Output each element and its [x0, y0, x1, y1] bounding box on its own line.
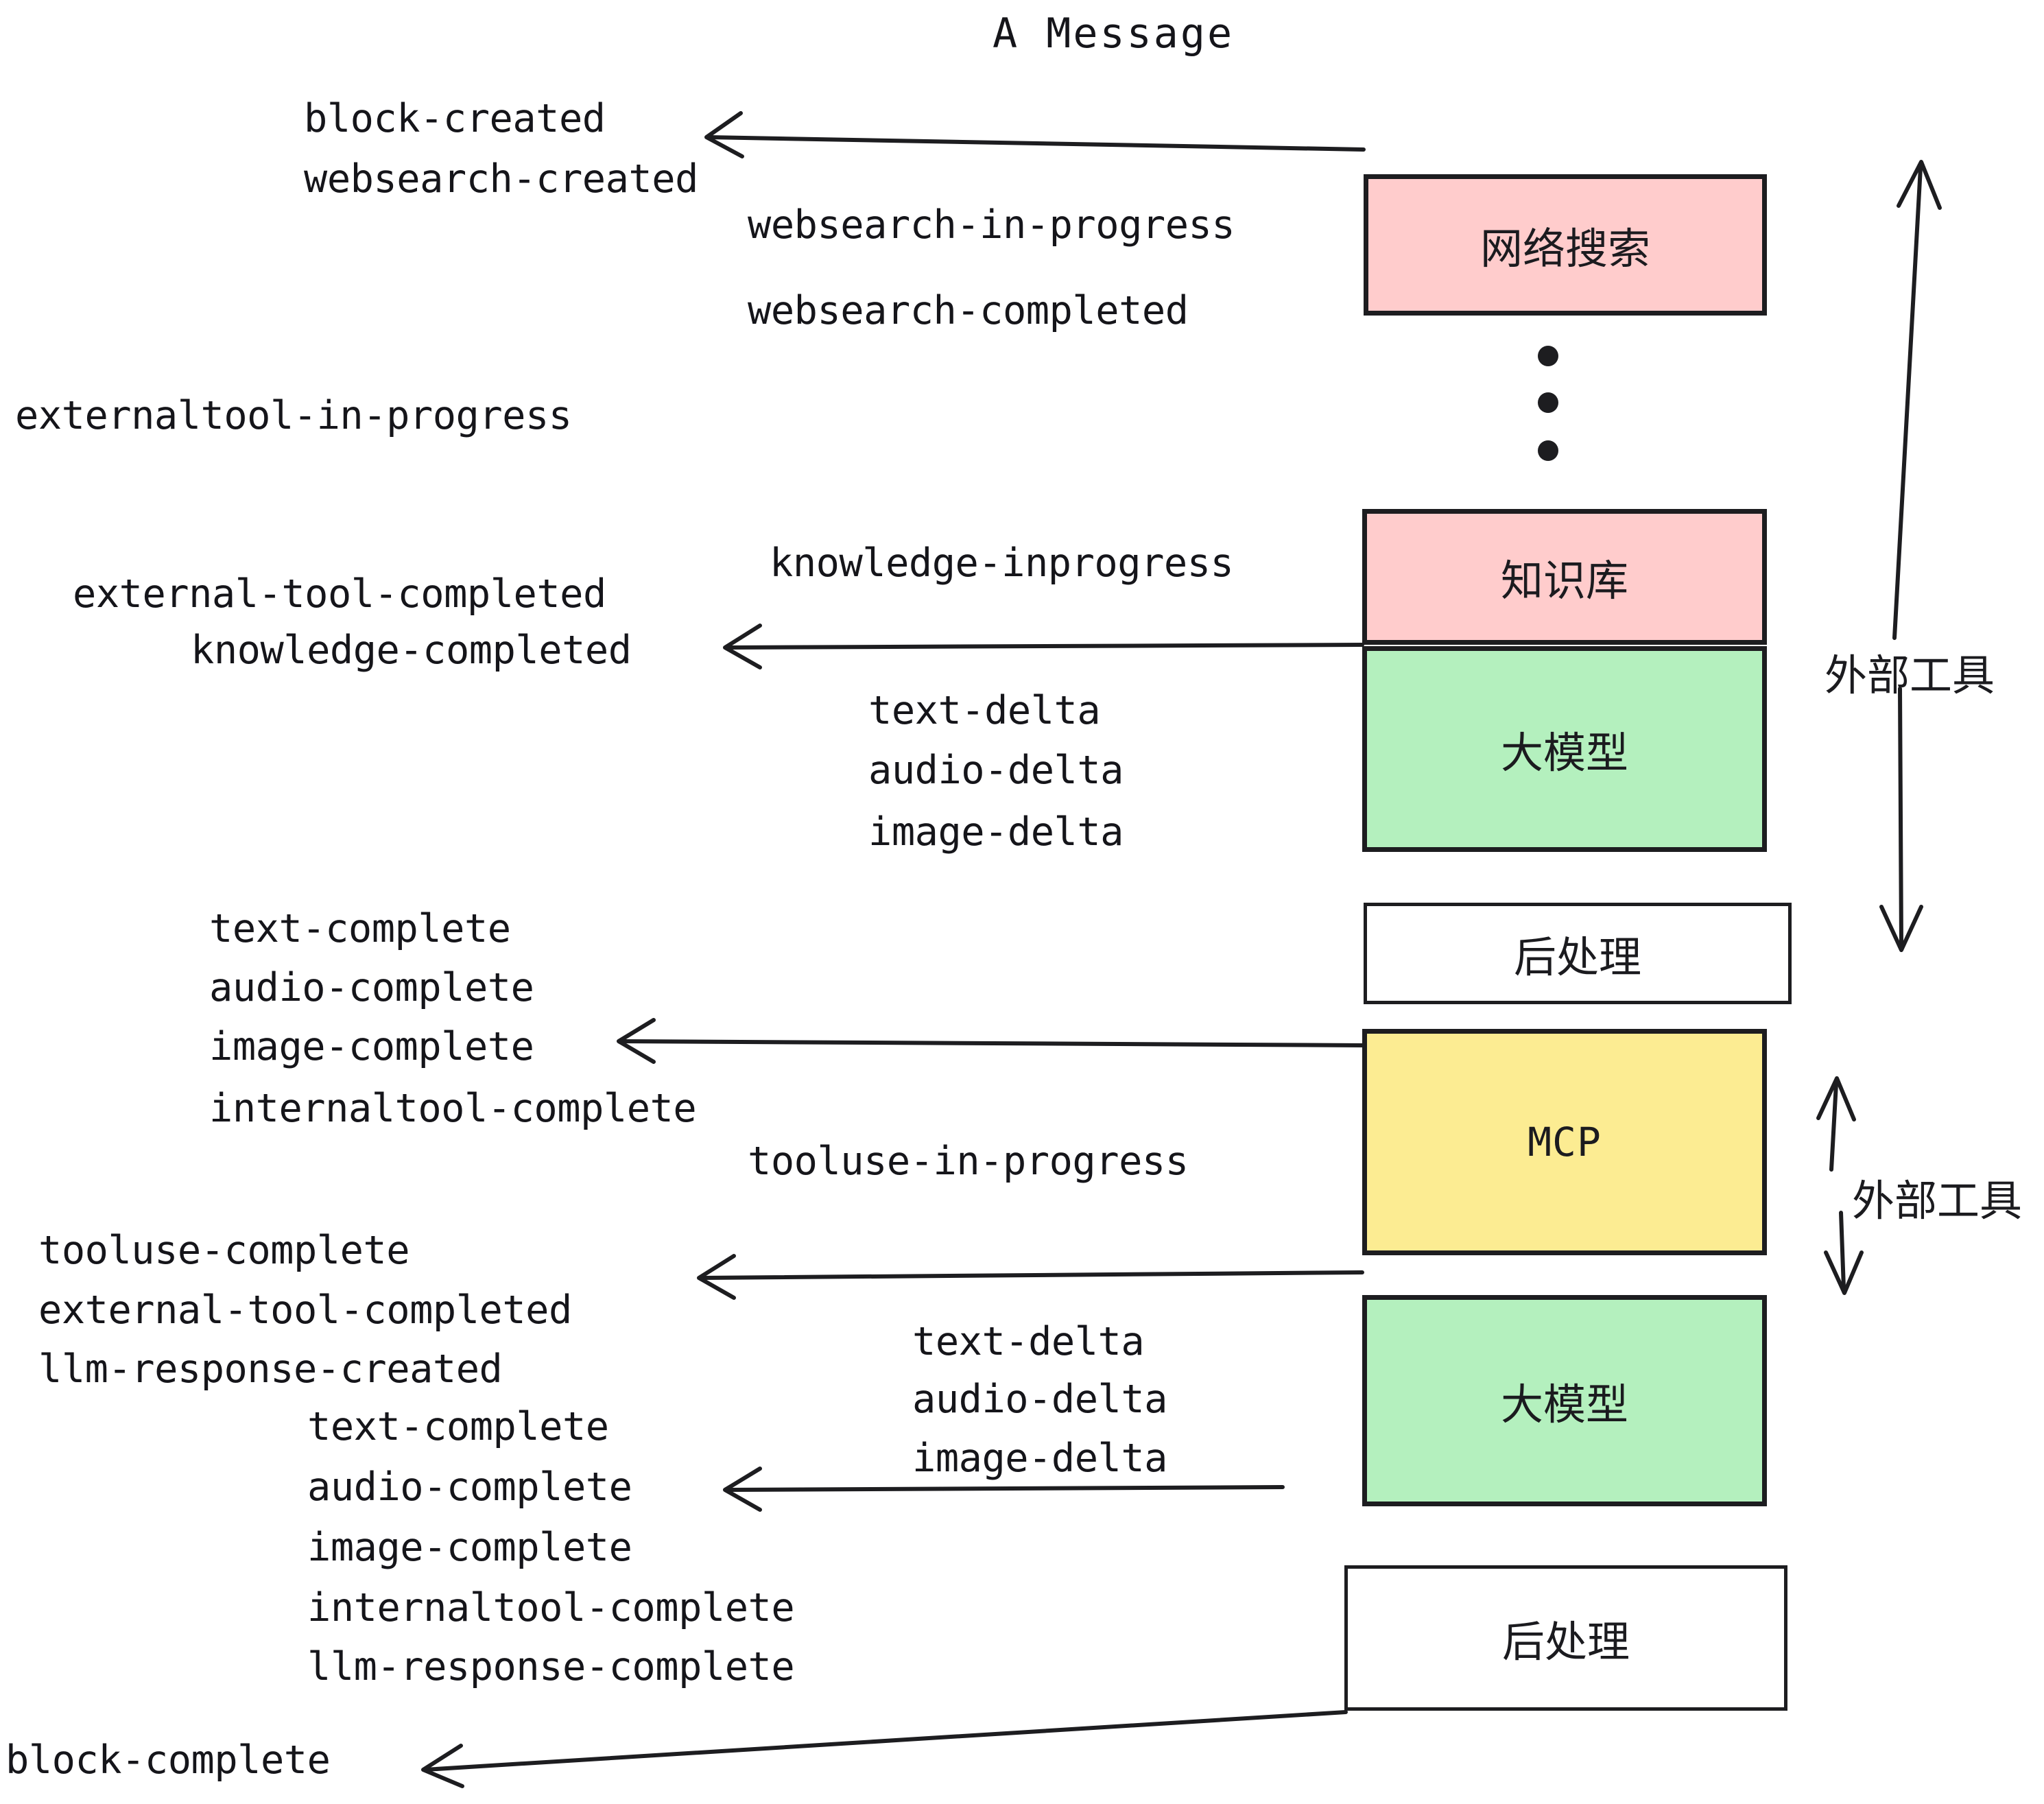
node-llm-top[interactable]: [1362, 646, 1767, 852]
node-mcp[interactable]: [1362, 1029, 1767, 1255]
event-label: image-complete: [209, 1024, 534, 1069]
event-label: text-delta: [912, 1319, 1145, 1364]
side-label-external-tools-bottom: 外部工具: [1852, 1176, 2023, 1226]
event-label: text-complete: [209, 906, 511, 951]
side-label-external-tools-top: 外部工具: [1825, 650, 1995, 700]
event-label: websearch-created: [304, 156, 698, 202]
node-websearch[interactable]: [1364, 174, 1767, 316]
event-label: block-complete: [5, 1737, 331, 1783]
event-label: image-delta: [912, 1436, 1168, 1481]
node-post-top[interactable]: [1364, 903, 1792, 1004]
event-label: tooluse-in-progress: [748, 1139, 1189, 1184]
arrow-mcp-to-tooluse-complete: [697, 1254, 1364, 1300]
page-title: A Message: [993, 10, 1235, 58]
arrow-external-tools-bottom-down: [1824, 1211, 1864, 1295]
arrow-post-top-to-image-complete: [617, 1018, 1366, 1064]
arrow-post-bottom-to-block-complete: [421, 1710, 1348, 1788]
event-label: websearch-completed: [748, 288, 1189, 333]
event-label: websearch-in-progress: [748, 202, 1235, 248]
event-label: image-delta: [868, 809, 1124, 855]
event-label: tooluse-complete: [38, 1228, 410, 1273]
arrow-websearch-to-created: [704, 111, 1366, 158]
event-label: image-complete: [307, 1525, 632, 1570]
event-label: internaltool-complete: [209, 1086, 697, 1131]
event-label: audio-delta: [868, 748, 1124, 793]
event-label: external-tool-completed: [38, 1287, 572, 1333]
event-label: external-tool-completed: [73, 571, 606, 617]
arrow-external-tools-top-up: [1892, 160, 1942, 640]
event-label: text-delta: [868, 688, 1101, 733]
event-label: knowledge-completed: [191, 628, 632, 673]
event-label: block-created: [304, 96, 606, 141]
event-label: internaltool-complete: [307, 1585, 795, 1630]
arrow-llm-bottom-to-audio-complete: [723, 1467, 1285, 1512]
arrow-external-tools-bottom-up: [1816, 1076, 1856, 1172]
arrow-external-tools-top-down: [1879, 687, 1923, 952]
arrow-knowledge-to-completed: [723, 624, 1364, 669]
node-knowledge[interactable]: [1362, 509, 1767, 645]
node-llm-bottom[interactable]: [1362, 1295, 1767, 1506]
event-label: llm-response-created: [38, 1346, 503, 1392]
node-post-bottom[interactable]: [1344, 1565, 1787, 1711]
event-label: externaltool-in-progress: [15, 393, 572, 438]
event-label: knowledge-inprogress: [770, 541, 1234, 586]
ellipsis-dots: [1538, 346, 1558, 461]
event-label: text-complete: [307, 1404, 609, 1449]
event-label: audio-complete: [209, 965, 534, 1010]
event-label: audio-complete: [307, 1464, 632, 1510]
event-label: llm-response-complete: [307, 1644, 795, 1689]
event-label: audio-delta: [912, 1377, 1168, 1422]
